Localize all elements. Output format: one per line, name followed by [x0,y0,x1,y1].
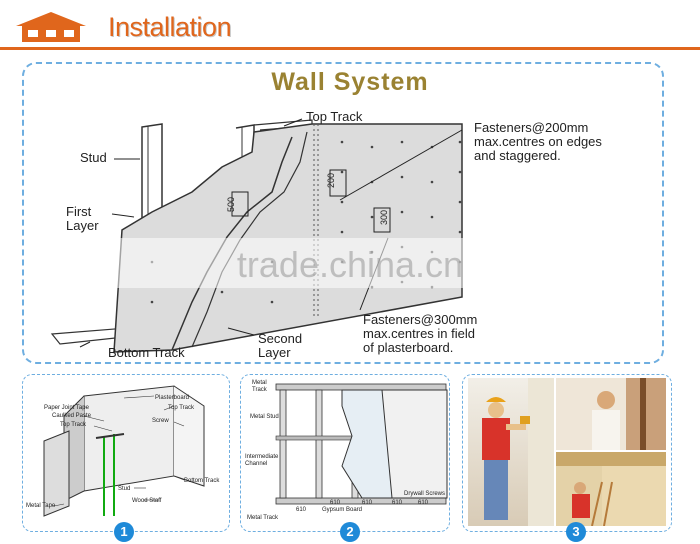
page-title: Installation [108,12,232,42]
dim-610-5: 610 [418,500,429,506]
installer-photo-2 [556,378,666,450]
metal-track-label: Metal Track [252,380,267,393]
drywall-screws-label: Drywall Screws [404,491,446,497]
metal-tape-label: Metal Tape [26,503,56,509]
wall-system-title: Wall System [271,68,429,96]
wall-system-diagram [50,118,463,353]
dim-610-3: 610 [362,500,373,506]
panel-3-badge: 3 [566,522,586,542]
second-layer-label: Second Layer [258,331,303,360]
dim-610-2: 610 [330,500,341,506]
installer-photo-3 [556,452,666,527]
fasteners-200-label: Fasteners@200mm max.centres on edges and… [474,120,602,163]
partition-detail-diagram [43,385,205,517]
screw-label: Screw [152,418,169,424]
house-logo-icon [16,12,86,42]
wall-system-panel [22,62,664,364]
dim-610-1: 610 [296,507,307,513]
paper-joint-tape-label: Paper Joint Tape [44,405,89,411]
caulked-paste-label: Caulked Paste [52,413,92,419]
dim-200-label: 200 [326,172,336,188]
header-divider [0,47,700,50]
panel-2-badge: 2 [340,522,360,542]
installer-photo-1 [468,378,554,526]
bottom-track-label: Bottom Track [108,345,185,360]
fasteners-300-label: Fasteners@300mm max.centres in field of … [363,312,478,355]
gypsum-board-label: Gypsum Board [322,507,363,513]
dim-500-label: 500 [226,196,236,212]
dim-610-4: 610 [392,500,403,506]
intermediate-channel-label: Intermediate Channel [245,454,279,467]
top-track-label-2: Top Track [60,422,87,428]
panel-1-badge: 1 [114,522,134,542]
metal-track-bottom-label: Metal Track [247,515,279,521]
dim-300-label: 300 [379,209,389,225]
plasterboard-label: Plasterboard [155,395,190,401]
top-track-label: Top Track [306,109,363,124]
top-track-label-1: Top Track [168,405,195,411]
stud-label-1: Stud [118,486,131,492]
first-layer-label: First Layer [66,204,99,233]
bottom-track-label-1: Bottom Track [184,478,220,484]
metal-stud-label: Metal Stud [250,414,279,420]
watermark-text: trade.china.cn [236,244,464,285]
stud-frame-diagram [275,383,448,505]
stud-label: Stud [80,150,107,165]
wood-staff-label: Wood Staff [132,498,162,504]
watermark-band [40,238,660,288]
